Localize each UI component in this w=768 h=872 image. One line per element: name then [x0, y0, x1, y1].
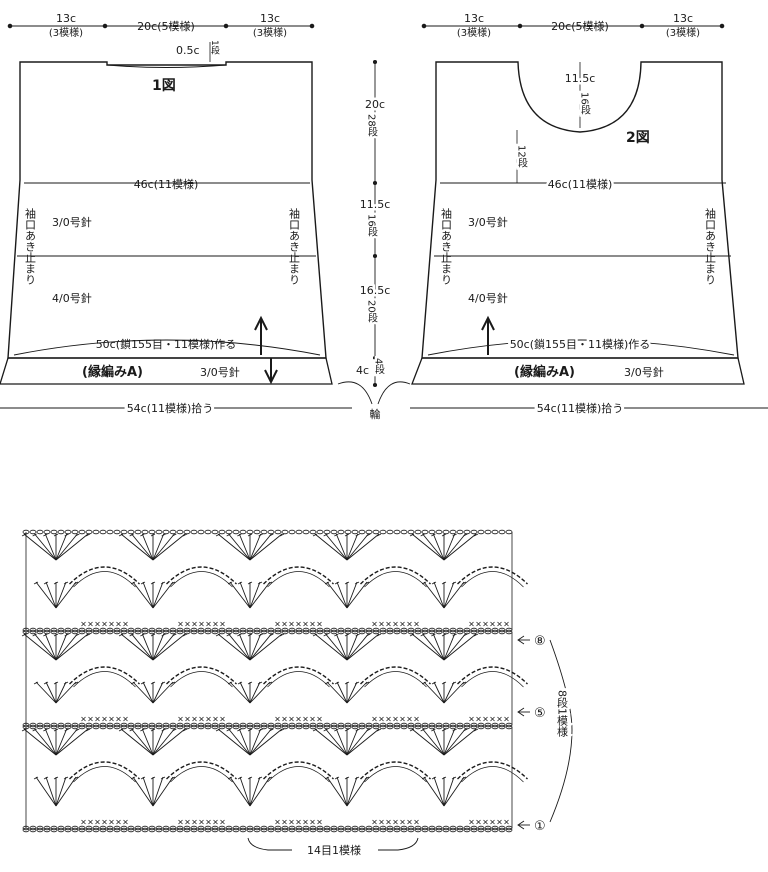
panel-2-front — [410, 23, 768, 409]
chart-repeat-sts: 14目1模様 — [307, 843, 361, 857]
repeat-bracket — [247, 635, 573, 851]
p2-start: 50c(鎖155目・11模様)作る — [510, 337, 651, 351]
p2-top-left-sub: (3模様) — [457, 26, 491, 39]
chart-row-1: ① — [534, 819, 546, 834]
p2-fig-label: 2図 — [626, 130, 650, 146]
mid-r2: 16段 — [366, 214, 378, 238]
panel-2-outline — [421, 61, 739, 359]
p1-needle-2: 4/0号針 — [52, 291, 92, 305]
p2-sleeve-left: 袖口あき止まり — [440, 207, 453, 285]
p2-neck-rows: 16段 — [579, 92, 591, 116]
mid-r3: 20段 — [366, 300, 378, 324]
chart-row-8: ⑧ — [534, 634, 546, 649]
p2-needle-2: 4/0号針 — [468, 291, 508, 305]
p1-neck-depth: 0.5c — [176, 44, 200, 57]
mid-ring: 輪 — [370, 407, 381, 421]
mid-h1: 20c — [365, 98, 385, 111]
p1-sleeve-right: 袖口あき止まり — [288, 207, 301, 285]
p1-start: 50c(鎖155目・11模様)作る — [96, 337, 237, 351]
stitch-chart — [21, 529, 528, 833]
p2-top-right: 13c — [673, 12, 693, 25]
p1-edge-needle: 3/0号針 — [200, 365, 240, 379]
p2-edge: (縁編みA) — [514, 364, 575, 380]
p2-width-46: 46c(11模様) — [548, 177, 613, 191]
p1-edge: (縁編みA) — [82, 364, 143, 380]
p1-top-left-sub: (3模様) — [49, 26, 83, 39]
p1-needle-1: 3/0号針 — [52, 215, 92, 229]
p2-neck-depth: 11.5c — [565, 72, 596, 85]
p2-bottom: 54c(11模様)拾う — [537, 401, 624, 415]
p1-top-right: 13c — [260, 12, 280, 25]
p2-side-rows: 12段 — [516, 145, 528, 169]
p1-fig-label: 1図 — [152, 78, 176, 94]
p2-top-mid: 20c(5模様) — [551, 19, 609, 33]
mid-r4: 4段 — [373, 358, 385, 375]
middle-dimensions — [337, 59, 411, 405]
edge-band-1 — [0, 357, 333, 385]
mid-h2: 11.5c — [360, 198, 391, 211]
p2-needle-1: 3/0号針 — [468, 215, 508, 229]
p1-top-left: 13c — [56, 12, 76, 25]
chart-repeat-rows: 8段1模様 — [556, 690, 569, 737]
mid-h3: 16.5c — [360, 284, 391, 297]
p1-bottom: 54c(11模様)拾う — [127, 401, 214, 415]
p2-top-left: 13c — [464, 12, 484, 25]
panel-1-back — [0, 23, 352, 409]
chart-row-5: ⑤ — [534, 706, 546, 721]
panel-1-outline — [7, 61, 327, 359]
p2-top-right-sub: (3模様) — [666, 26, 700, 39]
p1-width-46: 46c(11模様) — [134, 177, 199, 191]
p2-edge-needle: 3/0号針 — [624, 365, 664, 379]
mid-h4: 4c — [356, 364, 369, 377]
p1-top-right-sub: (3模様) — [253, 26, 287, 39]
edge-band-2 — [411, 357, 745, 385]
p2-sleeve-right: 袖口あき止まり — [704, 207, 717, 285]
p1-sleeve-left: 袖口あき止まり — [24, 207, 37, 285]
p1-top-mid: 20c(5模様) — [137, 19, 195, 33]
mid-r1: 28段 — [366, 114, 378, 138]
p1-neck-rows: 1段 — [209, 40, 220, 56]
